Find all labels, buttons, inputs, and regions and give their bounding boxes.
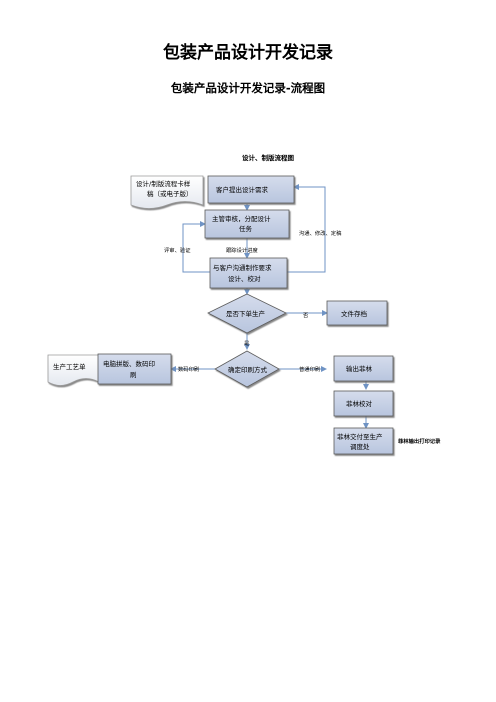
box-output-film: 输出菲林 [333, 355, 394, 382]
doc-process-sheet: 生产工艺单 [47, 354, 100, 386]
label-track-progress: 跟踪设计进度 [226, 246, 258, 254]
loop-review-verify [182, 221, 210, 273]
label-comm-modify: 沟通、修改、定稿 [299, 229, 342, 237]
box-film-proof-label: 菲林校对 [346, 399, 373, 408]
box-supervisor-line1: 主管审核，分配设计 [212, 214, 271, 223]
box-customer-request: 客户提出设计需求 [207, 175, 295, 204]
sample-card-line2: 稿（或电子版） [147, 189, 193, 198]
box-archive: 文件存档 [326, 300, 388, 326]
box-digital: 电脑拼版、数码印 刷 [97, 353, 172, 385]
sample-card-line1: 设计/制版流程卡样 [136, 179, 191, 188]
box-deliver: 菲林交付至生产 调度处 [333, 427, 394, 455]
label-normal-print: 普通印刷 [299, 365, 320, 373]
loop-communicate-modify [287, 184, 326, 273]
connectors [170, 184, 369, 429]
box-deliver-line2: 调度处 [350, 442, 370, 451]
box-customer-request-label: 客户提出设计需求 [216, 185, 269, 194]
label-review-verify: 评审、验证 [164, 246, 191, 254]
box-communicate-line1: 与客户沟通制作要求 [213, 263, 272, 272]
box-communicate-line2: 设计、校对 [228, 274, 261, 283]
document-title: 包装产品设计开发记录 [163, 43, 333, 63]
document-subtitle: 包装产品设计开发记录-流程图 [170, 81, 326, 95]
diamond-production: 是否下单生产 [207, 293, 287, 334]
box-deliver-line1: 菲林交付至生产 [337, 432, 383, 441]
label-no: 否 [303, 312, 309, 319]
box-digital-line1: 电脑拼版、数码印 [103, 359, 155, 368]
process-sheet-label: 生产工艺单 [53, 362, 86, 371]
diamond-print-method: 确定印刷方式 [214, 350, 280, 388]
box-archive-label: 文件存档 [341, 309, 367, 318]
box-supervisor: 主管审核，分配设计 任务 [204, 209, 290, 239]
diamond-production-label: 是否下单生产 [226, 309, 266, 318]
flowchart-title: 设计、制版流程图 [242, 153, 295, 162]
label-film-record: 菲林输出打印记录 [398, 437, 441, 445]
label-yes: 是 [244, 340, 250, 347]
box-output-film-label: 输出菲林 [346, 364, 373, 373]
box-supervisor-line2: 任务 [239, 224, 253, 233]
doc-sample-card: 设计/制版流程卡样 稿（或电子版） [130, 175, 204, 209]
box-digital-line2: 刷 [130, 371, 137, 379]
box-film-proof: 菲林校对 [333, 390, 394, 417]
label-digital-print: 数码印刷 [178, 365, 199, 373]
diamond-print-method-label: 确定印刷方式 [228, 365, 268, 374]
box-communicate: 与客户沟通制作要求 设计、校对 [209, 257, 288, 289]
